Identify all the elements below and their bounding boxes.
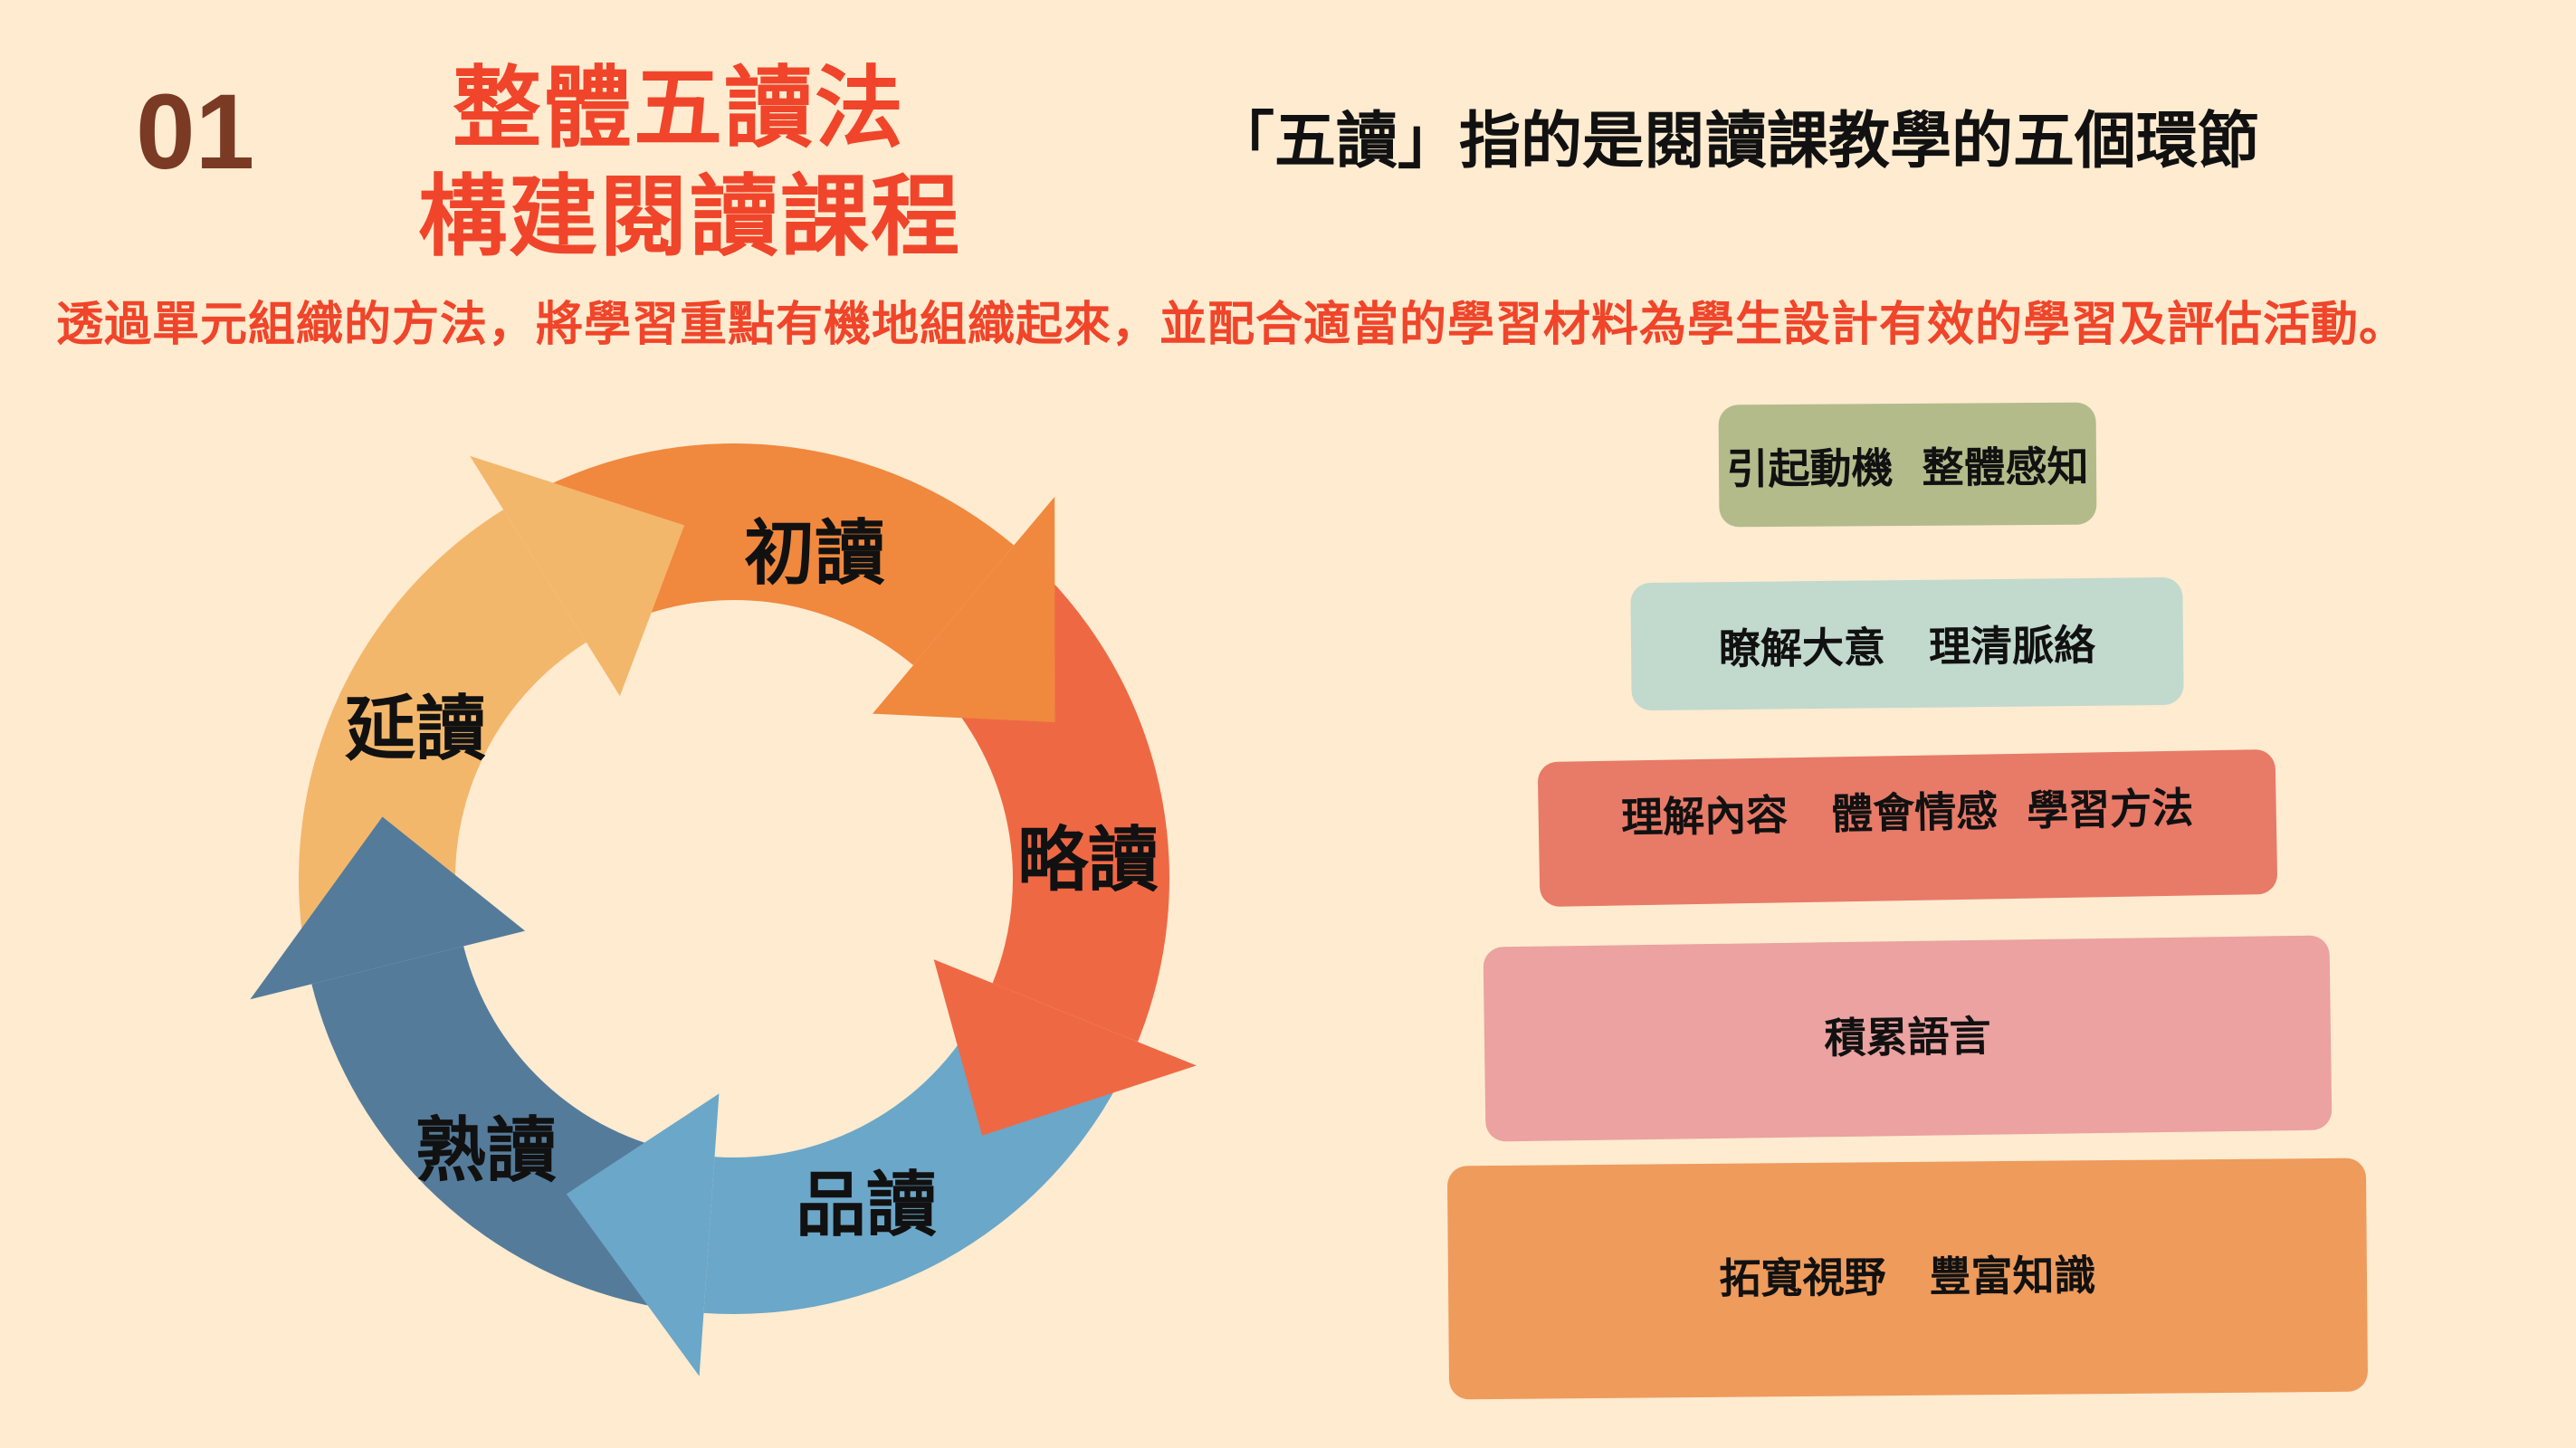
pyramid-level-5-text: 拓寬視野 豐富知識 [1719,1251,2096,1303]
cycle-arrowhead-3 [566,1093,720,1377]
pyramid-level-1: 引起動機 整體感知 [1718,402,2097,528]
section-number: 01 [136,72,255,192]
pyramid-level-2-text: 瞭解大意 理清脈絡 [1718,620,2096,673]
pyramid-level-2: 瞭解大意 理清脈絡 [1630,576,2184,711]
subtitle: 透過單元組織的方法，將學習重點有機地組織起來，並配合適當的學習材料為學生設計有效… [56,298,2408,352]
cycle-segment-5 [299,510,587,939]
cycle-label-3: 品讀 [795,1165,938,1246]
cycle-arrowhead-5 [470,455,685,697]
pyramid-level-5: 拓寬視野 豐富知識 [1446,1157,2369,1400]
cycle-label-4: 熟讀 [415,1110,558,1192]
cycle-segment-1 [543,443,1015,666]
title-line-1: 整體五讀法 [453,57,906,160]
pyramid-level-1-text: 引起動機 整體感知 [1726,442,2089,493]
pyramid-level-4-text: 積累語言 [1824,1011,1991,1062]
heading: 「五讀」指的是閱讀課教學的五個環節 [1213,106,2260,177]
cycle-arrowhead-4 [250,816,526,1000]
cycle-arrowhead-2 [933,959,1197,1136]
cycle-label-1: 初讀 [743,513,886,595]
cycle-label-5: 延讀 [344,689,487,770]
pyramid-level-3: 理解內容 體會情感 學習方法 [1537,748,2278,908]
pyramid-level-4: 積累語言 [1483,935,2333,1142]
title-line-2: 構建閱讀課程 [418,166,962,269]
cycle-arrowhead-1 [872,496,1055,723]
cycle-label-2: 略讀 [1016,820,1159,901]
cycle-diagram [250,443,1197,1377]
pyramid-level-3-text: 理解內容 體會情感 學習方法 [1620,783,2194,843]
